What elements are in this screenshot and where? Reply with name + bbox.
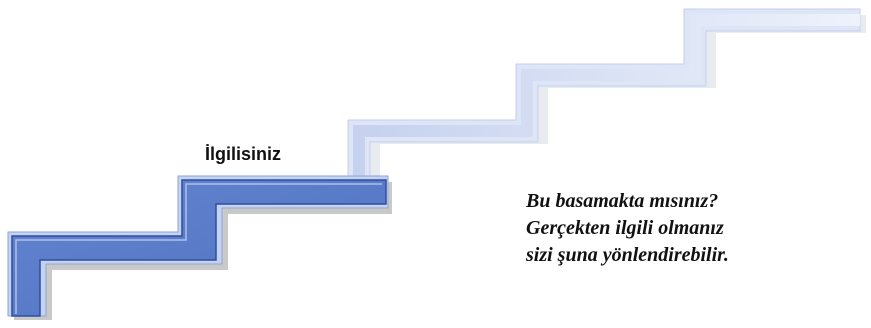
faded-steps xyxy=(347,8,866,188)
faded-steps-frame xyxy=(347,8,861,183)
active-steps xyxy=(7,175,392,320)
active-steps-band xyxy=(11,179,387,317)
caption: Bu basamakta mısınız? Gerçekten ilgili o… xyxy=(526,188,826,269)
faded-steps-shadow xyxy=(358,15,866,188)
caption-line-2: Gerçekten ilgili olmanız xyxy=(526,217,724,239)
active-steps-highlight xyxy=(15,183,382,314)
step-label: İlgilisiniz xyxy=(205,144,282,164)
faded-steps-band xyxy=(353,14,860,182)
caption-line-1: Bu basamakta mısınız? xyxy=(526,190,719,212)
caption-line-3: sizi şuna yönlendirebilir. xyxy=(526,244,729,266)
